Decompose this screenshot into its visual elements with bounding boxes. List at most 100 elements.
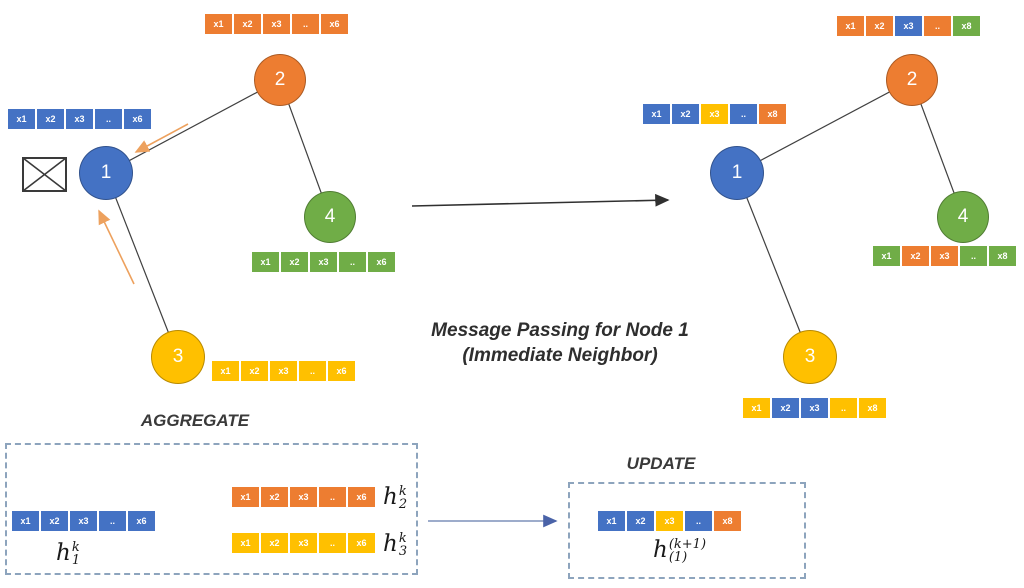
- feature-cell: x2: [772, 398, 799, 418]
- caption-line-2: (Immediate Neighbor): [462, 345, 658, 366]
- feature-cell: ..: [339, 252, 366, 272]
- feature-cell: ..: [319, 487, 346, 507]
- feature-cell: x2: [234, 14, 261, 34]
- aggregate-box: [5, 443, 418, 575]
- left-node-1: 1: [79, 146, 133, 200]
- right-node-4-label: 4: [957, 206, 969, 227]
- aggregate-title: AGGREGATE: [140, 411, 250, 430]
- feature-cell: x2: [902, 246, 929, 266]
- feature-cell: x6: [321, 14, 348, 34]
- feature-cell: x8: [859, 398, 886, 418]
- feature-cell: x1: [252, 252, 279, 272]
- feature-cell: ..: [319, 533, 346, 553]
- feature-cell: x3: [66, 109, 93, 129]
- left-node-2-label: 2: [274, 69, 286, 90]
- h-upd-base: h: [653, 537, 668, 563]
- feature-cell: x6: [124, 109, 151, 129]
- feature-cell: x3: [290, 533, 317, 553]
- left-node-3-label: 3: [172, 346, 184, 367]
- h-upd-sup: (k+1): [668, 537, 707, 552]
- h2k-sub: 2: [398, 497, 408, 512]
- feature-cell: x6: [128, 511, 155, 531]
- h2k-sup: k: [398, 484, 407, 499]
- h1k-sup: k: [71, 540, 80, 555]
- feature-cell: x2: [672, 104, 699, 124]
- feature-cell: x6: [368, 252, 395, 272]
- right-node-1-label: 1: [731, 162, 743, 183]
- feature-cell: x3: [270, 361, 297, 381]
- left-node-1-label: 1: [100, 162, 112, 183]
- h3k-sup: k: [398, 531, 407, 546]
- feature-cell: x1: [8, 109, 35, 129]
- feature-cell: x2: [866, 16, 893, 36]
- feature-cell: ..: [95, 109, 122, 129]
- feature-cell: x2: [627, 511, 654, 531]
- feature-cell: x1: [212, 361, 239, 381]
- feature-cell: x8: [759, 104, 786, 124]
- feature-cell: x8: [714, 511, 741, 531]
- update-title: UPDATE: [626, 454, 696, 473]
- envelope-icon: [22, 157, 67, 192]
- message-arrow-from-3: [98, 209, 135, 285]
- feature-cell: x6: [348, 487, 375, 507]
- feature-cell: x2: [241, 361, 268, 381]
- left-node-4-label: 4: [324, 206, 336, 227]
- feature-cell: x2: [41, 511, 68, 531]
- feature-cell: ..: [830, 398, 857, 418]
- left-node-2: 2: [254, 54, 306, 106]
- transition-arrow: [411, 193, 670, 207]
- feature-cell: ..: [292, 14, 319, 34]
- feature-cell: ..: [685, 511, 712, 531]
- h-upd-sub: (1): [668, 550, 688, 565]
- left-node-4: 4: [304, 191, 356, 243]
- edge-right-1-3: [736, 172, 811, 358]
- h1k-sub: 1: [71, 553, 81, 568]
- h1k-base: h: [56, 540, 71, 566]
- feature-cell: x3: [656, 511, 683, 531]
- right-node-2: 2: [886, 54, 938, 106]
- feature-cell: ..: [99, 511, 126, 531]
- feature-cell: x2: [261, 487, 288, 507]
- feature-cell: x8: [989, 246, 1016, 266]
- feature-cell: x3: [263, 14, 290, 34]
- feature-cell: x3: [701, 104, 728, 124]
- feature-cell: x2: [281, 252, 308, 272]
- feature-cell: x1: [837, 16, 864, 36]
- feature-cell: x6: [328, 361, 355, 381]
- feature-cell: ..: [299, 361, 326, 381]
- feature-cell: x3: [310, 252, 337, 272]
- feature-cell: x1: [12, 511, 39, 531]
- feature-cell: x3: [70, 511, 97, 531]
- feature-cell: x1: [232, 487, 259, 507]
- feature-cell: x3: [895, 16, 922, 36]
- right-node-2-label: 2: [906, 69, 918, 90]
- right-node-3-label: 3: [804, 346, 816, 367]
- h3k-sub: 3: [398, 544, 408, 559]
- feature-cell: x3: [290, 487, 317, 507]
- feature-cell: ..: [730, 104, 757, 124]
- h1-k-plus-1-label: h(k+1)(1): [653, 537, 707, 565]
- h3k-base: h: [383, 531, 398, 557]
- feature-cell: x6: [348, 533, 375, 553]
- feature-cell: ..: [960, 246, 987, 266]
- edge-left-1-3: [105, 172, 179, 358]
- feature-cell: x1: [643, 104, 670, 124]
- caption: Message Passing for Node 1 (Immediate Ne…: [410, 318, 710, 368]
- edge-right-2-1: [736, 79, 913, 174]
- left-node-3: 3: [151, 330, 205, 384]
